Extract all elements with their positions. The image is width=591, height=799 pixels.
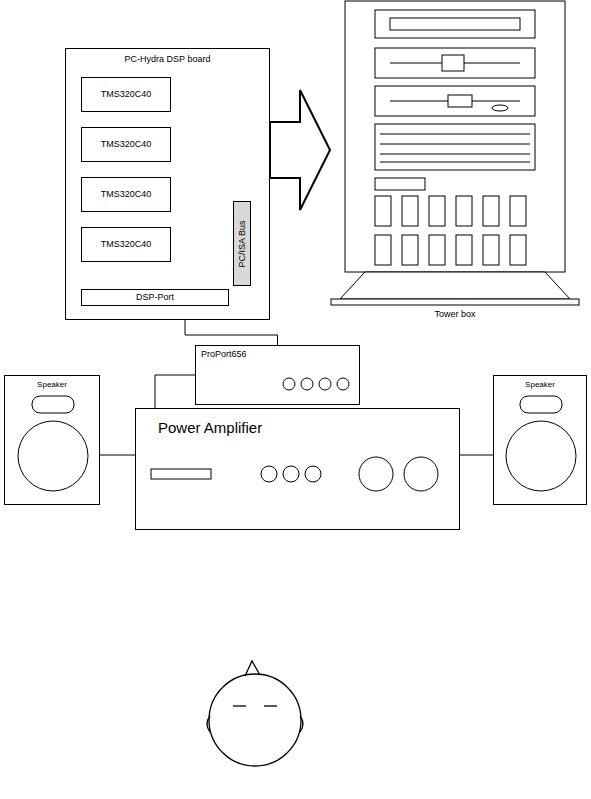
signal-wire — [155, 375, 195, 408]
tower-computer: Tower box — [330, 0, 580, 325]
speaker-box: Speaker — [4, 375, 100, 505]
power-amplifier: Power Amplifier — [135, 408, 460, 530]
box-label: Power Amplifier — [158, 419, 262, 436]
tower-drawing — [330, 0, 580, 325]
speaker-drawing — [494, 376, 588, 506]
speaker-drawing — [5, 376, 101, 506]
box-label: ProPort656 — [201, 349, 247, 359]
signal-wire — [460, 455, 493, 456]
dsp-chip: TMS320C40 — [81, 227, 171, 262]
box-label: Speaker — [37, 380, 67, 389]
audio-interface-box: ProPort656 — [195, 345, 360, 405]
signal-wire — [100, 455, 135, 456]
dsp-chip: TMS320C40 — [81, 177, 171, 212]
dsp-chip: TMS320C40 — [81, 77, 171, 112]
box-label: TMS320C40 — [101, 139, 152, 149]
isa-bus-connector: PC/ISA Bus — [233, 201, 251, 286]
box-label: TMS320C40 — [101, 89, 152, 99]
block-arrow — [270, 90, 330, 210]
bus-label: PC/ISA Bus — [237, 220, 247, 267]
dsp-board: PC-Hydra DSP boardTMS320C40TMS320C40TMS3… — [65, 48, 270, 320]
dsp-chip: TMS320C40 — [81, 127, 171, 162]
box-label: DSP-Port — [136, 292, 174, 302]
box-label: Tower box — [434, 309, 475, 319]
box-label: TMS320C40 — [101, 189, 152, 199]
box-label: TMS320C40 — [101, 239, 152, 249]
dsp-port: DSP-Port — [81, 289, 229, 306]
speaker-box: Speaker — [493, 375, 587, 505]
box-label: PC-Hydra DSP board — [125, 54, 211, 64]
box-label: Speaker — [525, 380, 555, 389]
listener-head — [207, 661, 303, 766]
